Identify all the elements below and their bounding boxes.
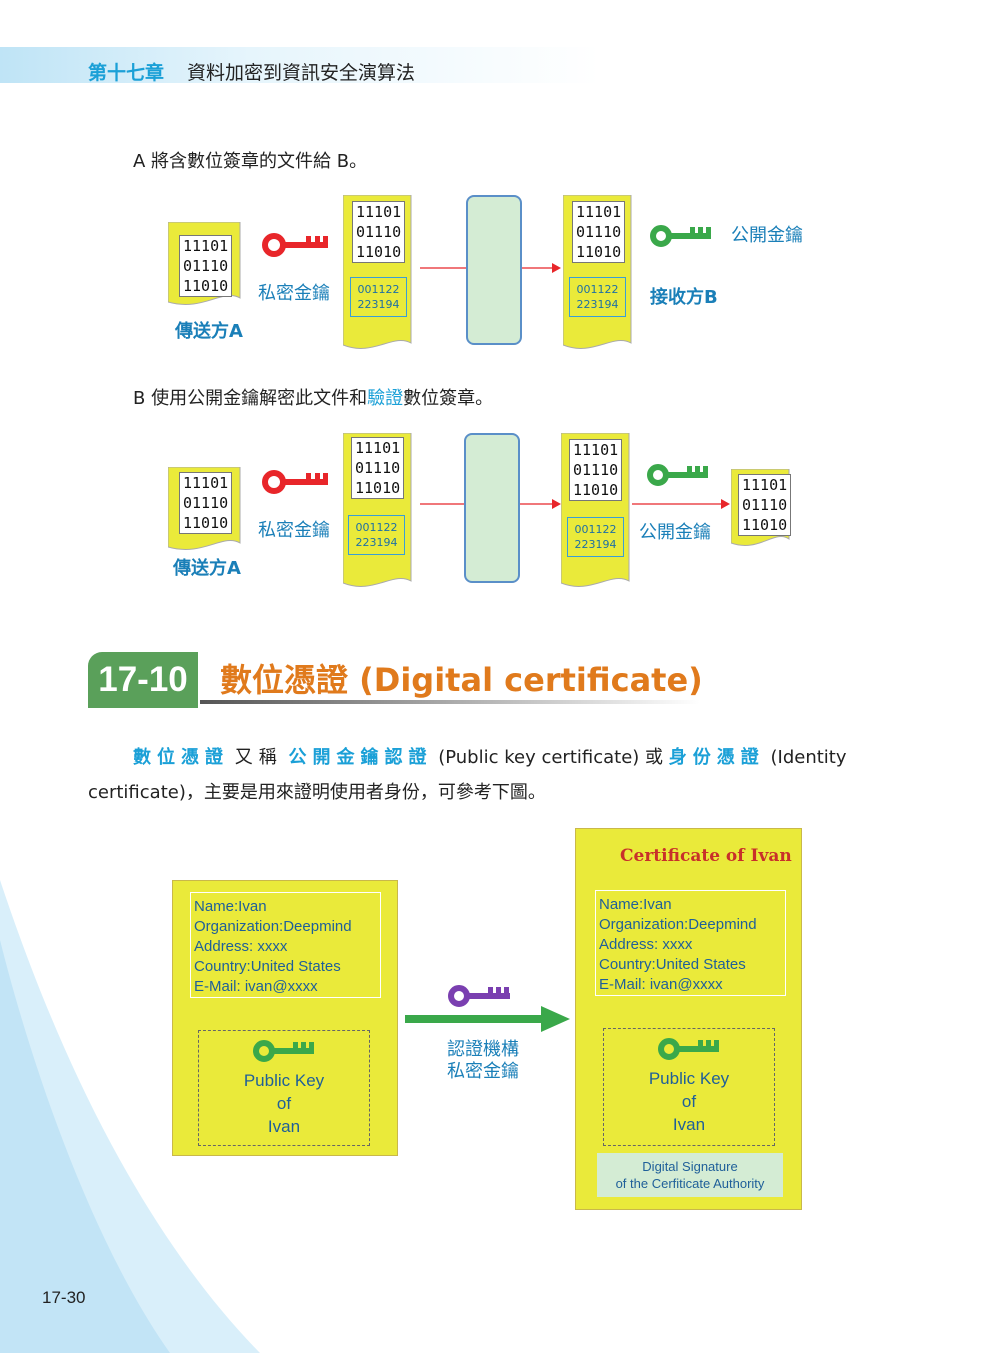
private-key-label: 私密金鑰 [258,520,330,541]
sender-label: 傳送方A [175,321,243,342]
certificate-draft [172,880,398,1156]
section-number: 17-10 [88,652,198,708]
page-number: 17-30 [42,1288,86,1307]
transmission-channel [466,195,522,345]
step1-caption: A 將含數位簽章的文件給 B。 [133,151,368,172]
key-icon [262,233,328,257]
header-band [0,47,1000,83]
section-title: 數位憑證 (Digital certificate) [220,661,703,699]
private-key-label: 私密金鑰 [258,283,330,304]
key-icon [650,225,711,247]
key-icon [262,470,328,494]
public-key-label: 公開金鑰 [731,225,803,246]
key-icon [647,464,708,486]
ca-key-label: 認證機構私密金鑰 [447,1039,519,1082]
section-underline [200,700,700,704]
caption-highlight: 驗證 [367,388,404,409]
sender-label: 傳送方A [173,558,241,579]
chapter-title: 資料加密到資訊安全演算法 [187,62,416,84]
body-line-1: 數位憑證 又稱 公開金鑰認證 (Public key certificate) … [133,747,847,768]
arrow-right-icon [632,499,730,509]
receiver-label: 接收方B [650,287,718,308]
step2-caption: B 使用公開金鑰解密此文件和驗證數位簽章。 [133,388,494,409]
public-key-label: 公開金鑰 [639,522,711,543]
key-icon [658,1038,719,1060]
transmission-channel [464,433,520,583]
certificate-signed [575,828,802,1210]
certificate-title: Certificate of Ivan [620,846,792,866]
body-line-2: certificate)，主要是用來證明使用者身份，可參考下圖。 [88,782,546,803]
arrow-right-icon [405,1006,570,1032]
key-icon [448,985,510,1007]
key-icon [253,1040,314,1062]
swoosh-decoration [0,880,260,1353]
chapter-label: 第十七章 [88,62,165,84]
